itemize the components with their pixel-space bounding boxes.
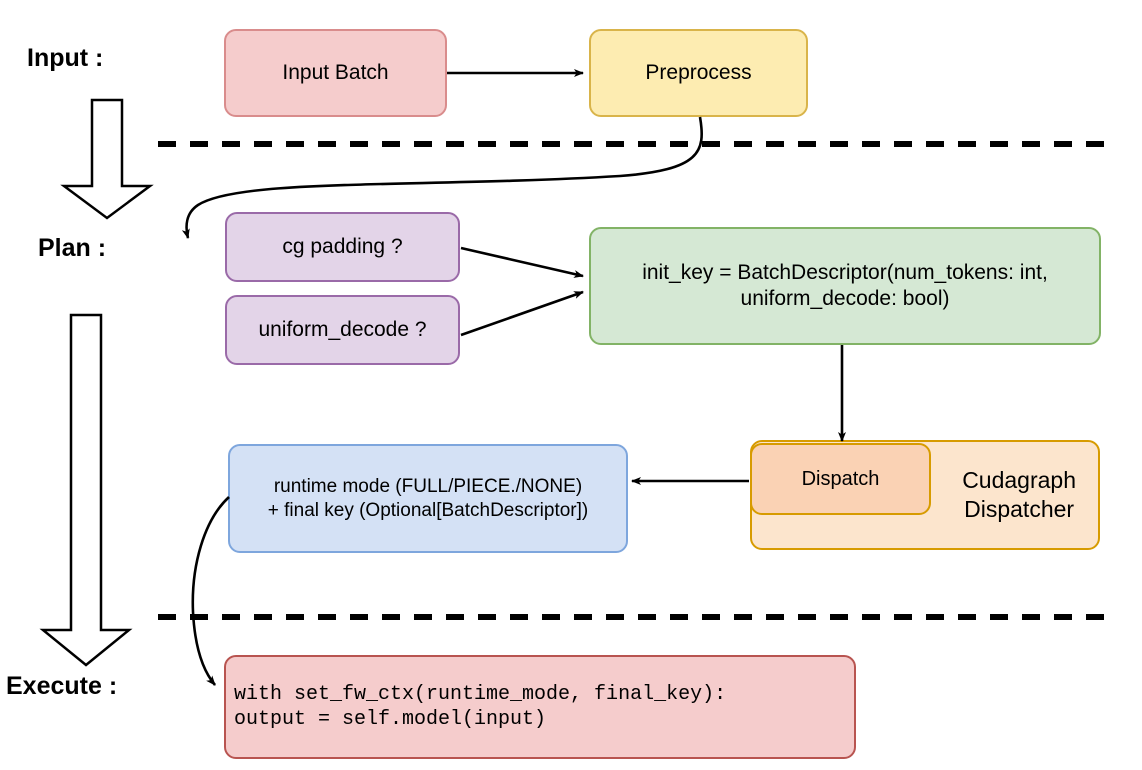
stage-label-input: Input : (27, 44, 104, 72)
node-code-block-label: with set_fw_ctx(runtime_mode, final_key)… (234, 683, 727, 731)
node-uniform-decode-label: uniform_decode ? (258, 317, 427, 341)
stage-label-execute: Execute : (6, 672, 118, 700)
node-input-batch-label: Input Batch (282, 60, 389, 84)
node-cg-padding-label: cg padding ? (282, 234, 403, 258)
node-dispatch-label: Dispatch (801, 467, 880, 490)
edge-uniform-decode-to-init-key (460, 290, 584, 337)
stage-arrow-plan-to-execute (39, 313, 133, 667)
node-runtime-mode: runtime mode (FULL/PIECE./NONE) + final … (228, 444, 628, 553)
node-cg-padding: cg padding ? (225, 212, 460, 282)
node-input-batch: Input Batch (224, 29, 447, 117)
edge-runtime-mode-to-code (191, 496, 230, 686)
node-dispatch: Dispatch (750, 443, 931, 515)
node-code-block: with set_fw_ctx(runtime_mode, final_key)… (224, 655, 856, 759)
edge-cg-padding-to-init-key (460, 246, 584, 278)
node-uniform-decode: uniform_decode ? (225, 295, 460, 365)
node-runtime-mode-label: runtime mode (FULL/PIECE./NONE) + final … (267, 475, 589, 521)
node-init-key-label: init_key = BatchDescriptor(num_tokens: i… (642, 260, 1048, 310)
stage-label-plan: Plan : (38, 234, 107, 262)
stage-arrow-input-to-plan (60, 98, 154, 220)
node-init-key: init_key = BatchDescriptor(num_tokens: i… (589, 227, 1101, 345)
node-preprocess: Preprocess (589, 29, 808, 117)
node-cudagraph-dispatcher-label: Cudagraph Dispatcher (962, 467, 1076, 522)
node-preprocess-label: Preprocess (645, 60, 752, 84)
